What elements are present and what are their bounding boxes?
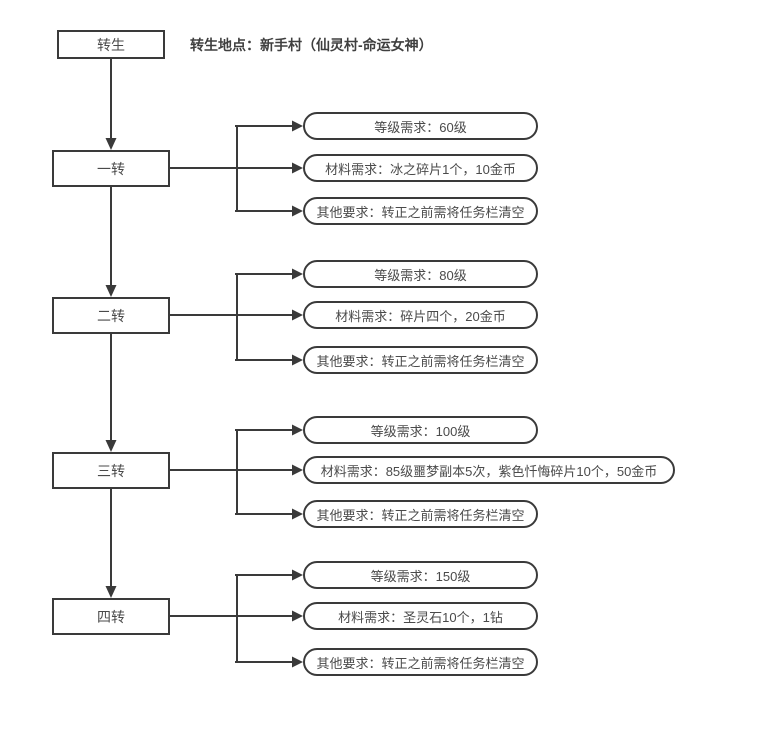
stage-node-3-label: 三转 [97, 462, 125, 479]
branch-connector-3 [167, 424, 303, 520]
requirement-other-3: 其他要求：转正之前需将任务栏清空 [303, 500, 538, 528]
start-node-rebirth: 转生 [57, 30, 165, 59]
flow-arrow-2-to-3 [105, 331, 117, 452]
requirement-material-3: 材料需求：85级噩梦副本5次，紫色忏悔碎片10个，50金币 [303, 456, 675, 484]
requirement-level-1: 等级需求：60级 [303, 112, 538, 140]
flow-arrow-start-to-1 [105, 56, 117, 150]
branch-connector-2 [167, 268, 303, 366]
requirement-level-2: 等级需求：80级 [303, 260, 538, 288]
stage-node-2: 二转 [52, 297, 170, 334]
branch-connector-4 [167, 569, 303, 668]
rebirth-location-note: 转生地点：新手村（仙灵村-命运女神） [190, 36, 433, 53]
stage-node-1: 一转 [52, 150, 170, 187]
requirement-level-4: 等级需求：150级 [303, 561, 538, 589]
requirement-other-2: 其他要求：转正之前需将任务栏清空 [303, 346, 538, 374]
stage-node-4-label: 四转 [97, 608, 125, 625]
flow-arrow-3-to-4 [105, 486, 117, 598]
start-node-label: 转生 [97, 36, 125, 53]
flow-arrow-1-to-2 [105, 184, 117, 297]
requirement-level-3: 等级需求：100级 [303, 416, 538, 444]
stage-node-1-label: 一转 [97, 160, 125, 177]
requirement-material-1: 材料需求：冰之碎片1个，10金币 [303, 154, 538, 182]
requirement-material-2: 材料需求：碎片四个，20金币 [303, 301, 538, 329]
stage-node-2-label: 二转 [97, 307, 125, 324]
branch-connector-1 [167, 120, 303, 217]
requirement-material-4: 材料需求：圣灵石10个，1钻 [303, 602, 538, 630]
requirement-other-1: 其他要求：转正之前需将任务栏清空 [303, 197, 538, 225]
stage-node-3: 三转 [52, 452, 170, 489]
requirement-other-4: 其他要求：转正之前需将任务栏清空 [303, 648, 538, 676]
stage-node-4: 四转 [52, 598, 170, 635]
